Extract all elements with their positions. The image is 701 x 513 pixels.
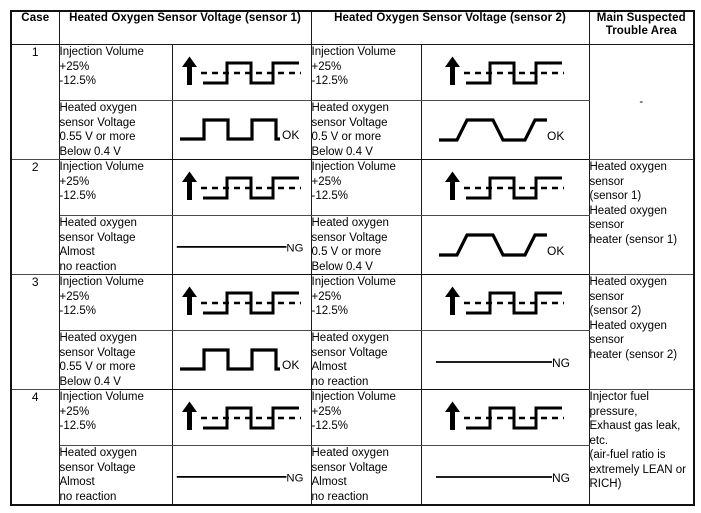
header-case: Case	[10, 10, 60, 45]
sensor1-injection-waveform	[171, 389, 312, 446]
square-wave	[179, 118, 280, 141]
square-wave	[202, 61, 299, 84]
sensor1-injection-waveform	[171, 44, 312, 101]
result-label: NG	[552, 356, 570, 370]
sensor1-injection-text: Injection Volume +25% -12.5%	[58, 159, 173, 216]
trouble-area-cell: -	[588, 44, 695, 160]
case-number-cell: 2	[10, 159, 60, 275]
square-wave	[202, 291, 299, 314]
square-wave	[179, 348, 280, 371]
table-row: Heated oxygen sensor Voltage Almost no r…	[11, 445, 694, 506]
sensor2-voltage-waveform: NG	[420, 330, 590, 390]
trouble-area-cell: Heated oxygen sensor (sensor 2) Heated o…	[588, 274, 695, 390]
result-label: NG	[286, 473, 303, 485]
header-sensor1: Heated Oxygen Sensor Voltage (sensor 1)	[58, 10, 312, 45]
up-arrow-icon	[181, 401, 197, 430]
table-row: 3 Injection Volume +25% -12.5% Injection…	[10, 274, 695, 390]
case-number-cell: 1	[10, 44, 60, 160]
sensor2-injection-text: Injection Volume +25% -12.5%	[310, 389, 422, 446]
sensor2-voltage-waveform: OK	[420, 100, 590, 160]
sensor2-voltage-waveform: NG	[420, 445, 590, 506]
sensor2-voltage-waveform: OK	[420, 215, 590, 275]
up-arrow-icon	[445, 401, 460, 430]
table-row: 4 Injection Volume +25% -12.5% Injection…	[10, 389, 695, 506]
table-header: Case Heated Oxygen Sensor Voltage (senso…	[10, 10, 695, 45]
sensor2-injection-waveform	[420, 274, 590, 331]
sensor1-injection-text: Injection Volume +25% -12.5%	[58, 389, 173, 446]
header-row: Case Heated Oxygen Sensor Voltage (senso…	[10, 10, 695, 45]
sensor1-voltage-waveform: NG	[171, 445, 312, 506]
result-label: NG	[286, 243, 303, 255]
sensor2-injection-text: Injection Volume +25% -12.5%	[310, 44, 422, 101]
table-body: 1 Injection Volume +25% -12.5% Injection…	[10, 44, 695, 506]
sensor1-voltage-text: Heated oxygen sensor Voltage 0.55 V or m…	[58, 100, 173, 160]
sensor2-voltage-text: Heated oxygen sensor Voltage 0.5 V or mo…	[310, 100, 422, 160]
case-number-cell: 3	[10, 274, 60, 390]
sensor1-voltage-text: Heated oxygen sensor Voltage Almost no r…	[58, 215, 173, 275]
sensor1-voltage-text: Heated oxygen sensor Voltage 0.55 V or m…	[58, 330, 173, 390]
sensor2-voltage-text: Heated oxygen sensor Voltage Almost no r…	[310, 330, 422, 390]
result-label: OK	[282, 128, 299, 142]
header-sensor2: Heated Oxygen Sensor Voltage (sensor 2)	[310, 10, 590, 45]
case-number-cell: 4	[10, 389, 60, 506]
square-wave	[202, 406, 299, 429]
trapezoid-wave	[439, 233, 547, 257]
sensor1-injection-text: Injection Volume +25% -12.5%	[58, 274, 173, 331]
result-label: OK	[547, 129, 564, 143]
sensor2-injection-waveform	[420, 159, 590, 216]
square-wave	[466, 291, 562, 314]
square-wave	[466, 406, 562, 429]
up-arrow-icon	[181, 286, 197, 315]
square-wave	[466, 176, 562, 199]
sensor2-injection-text: Injection Volume +25% -12.5%	[310, 274, 422, 331]
table-row: Heated oxygen sensor Voltage Almost no r…	[11, 215, 694, 275]
sensor1-injection-waveform	[171, 159, 312, 216]
up-arrow-icon	[181, 171, 197, 200]
result-label: NG	[552, 471, 570, 485]
trouble-area-cell: Heated oxygen sensor (sensor 1) Heated o…	[588, 159, 695, 275]
sensor2-injection-text: Injection Volume +25% -12.5%	[310, 159, 422, 216]
square-wave	[202, 176, 299, 199]
square-wave	[466, 61, 562, 84]
sensor1-injection-waveform	[171, 274, 312, 331]
sensor2-voltage-text: Heated oxygen sensor Voltage Almost no r…	[310, 445, 422, 506]
sensor2-voltage-text: Heated oxygen sensor Voltage 0.5 V or mo…	[310, 215, 422, 275]
oxygen-sensor-diagnostic-table: Case Heated Oxygen Sensor Voltage (senso…	[10, 10, 695, 506]
trouble-area-cell: Injector fuel pressure, Exhaust gas leak…	[588, 389, 695, 506]
sensor2-injection-waveform	[420, 44, 590, 101]
result-label: OK	[282, 358, 299, 372]
up-arrow-icon	[445, 56, 460, 85]
sensor1-voltage-waveform: NG	[171, 215, 312, 275]
sensor2-injection-waveform	[420, 389, 590, 446]
table-row: 2 Injection Volume +25% -12.5% Injection…	[10, 159, 695, 275]
up-arrow-icon	[181, 56, 197, 85]
sensor1-injection-text: Injection Volume +25% -12.5%	[58, 44, 173, 101]
table-row: 1 Injection Volume +25% -12.5% Injection…	[10, 44, 695, 160]
sensor1-voltage-waveform: OK	[171, 100, 312, 160]
sensor1-voltage-text: Heated oxygen sensor Voltage Almost no r…	[58, 445, 173, 506]
sensor1-voltage-waveform: OK	[171, 330, 312, 390]
result-label: OK	[547, 244, 564, 258]
up-arrow-icon	[445, 171, 460, 200]
trapezoid-wave	[439, 118, 547, 142]
header-trouble-area: Main Suspected Trouble Area	[588, 10, 695, 45]
up-arrow-icon	[445, 286, 460, 315]
table-row: Heated oxygen sensor Voltage 0.55 V or m…	[11, 100, 694, 160]
